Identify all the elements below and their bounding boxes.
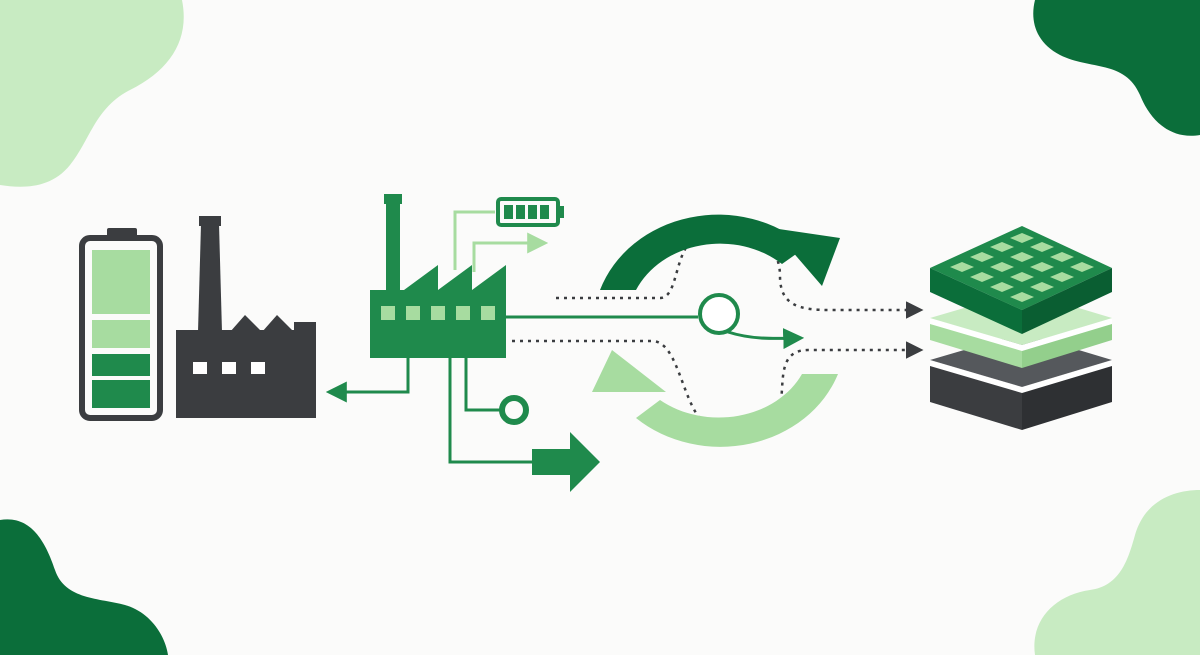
cycle-arrow-bottom <box>636 374 838 447</box>
large-output-arrow <box>532 432 600 492</box>
cycle-arrowhead-top <box>772 228 840 286</box>
cycle-arrow-top <box>600 214 806 290</box>
old-factory-icon <box>176 216 316 418</box>
battery-icon <box>79 228 163 421</box>
green-factory-icon <box>370 194 506 358</box>
stacked-layers-icon <box>930 226 1112 430</box>
corner-blob-top-left <box>0 0 184 187</box>
battery-charge-icon <box>496 197 564 227</box>
corner-blob-top-right <box>1033 0 1200 136</box>
layer-grid-cells <box>950 233 1094 302</box>
factory-output-lines <box>448 358 532 464</box>
output-node <box>499 395 529 425</box>
cycle-arrowhead-bottom <box>592 350 666 392</box>
energy-output-lines <box>453 210 549 272</box>
corner-blob-bottom-left <box>0 519 168 655</box>
corner-blob-bottom-right <box>1034 490 1200 655</box>
process-node <box>698 293 740 335</box>
main-process-line <box>506 293 805 350</box>
recycling-cycle-icon <box>592 214 840 447</box>
return-flow-arrow <box>325 358 410 403</box>
